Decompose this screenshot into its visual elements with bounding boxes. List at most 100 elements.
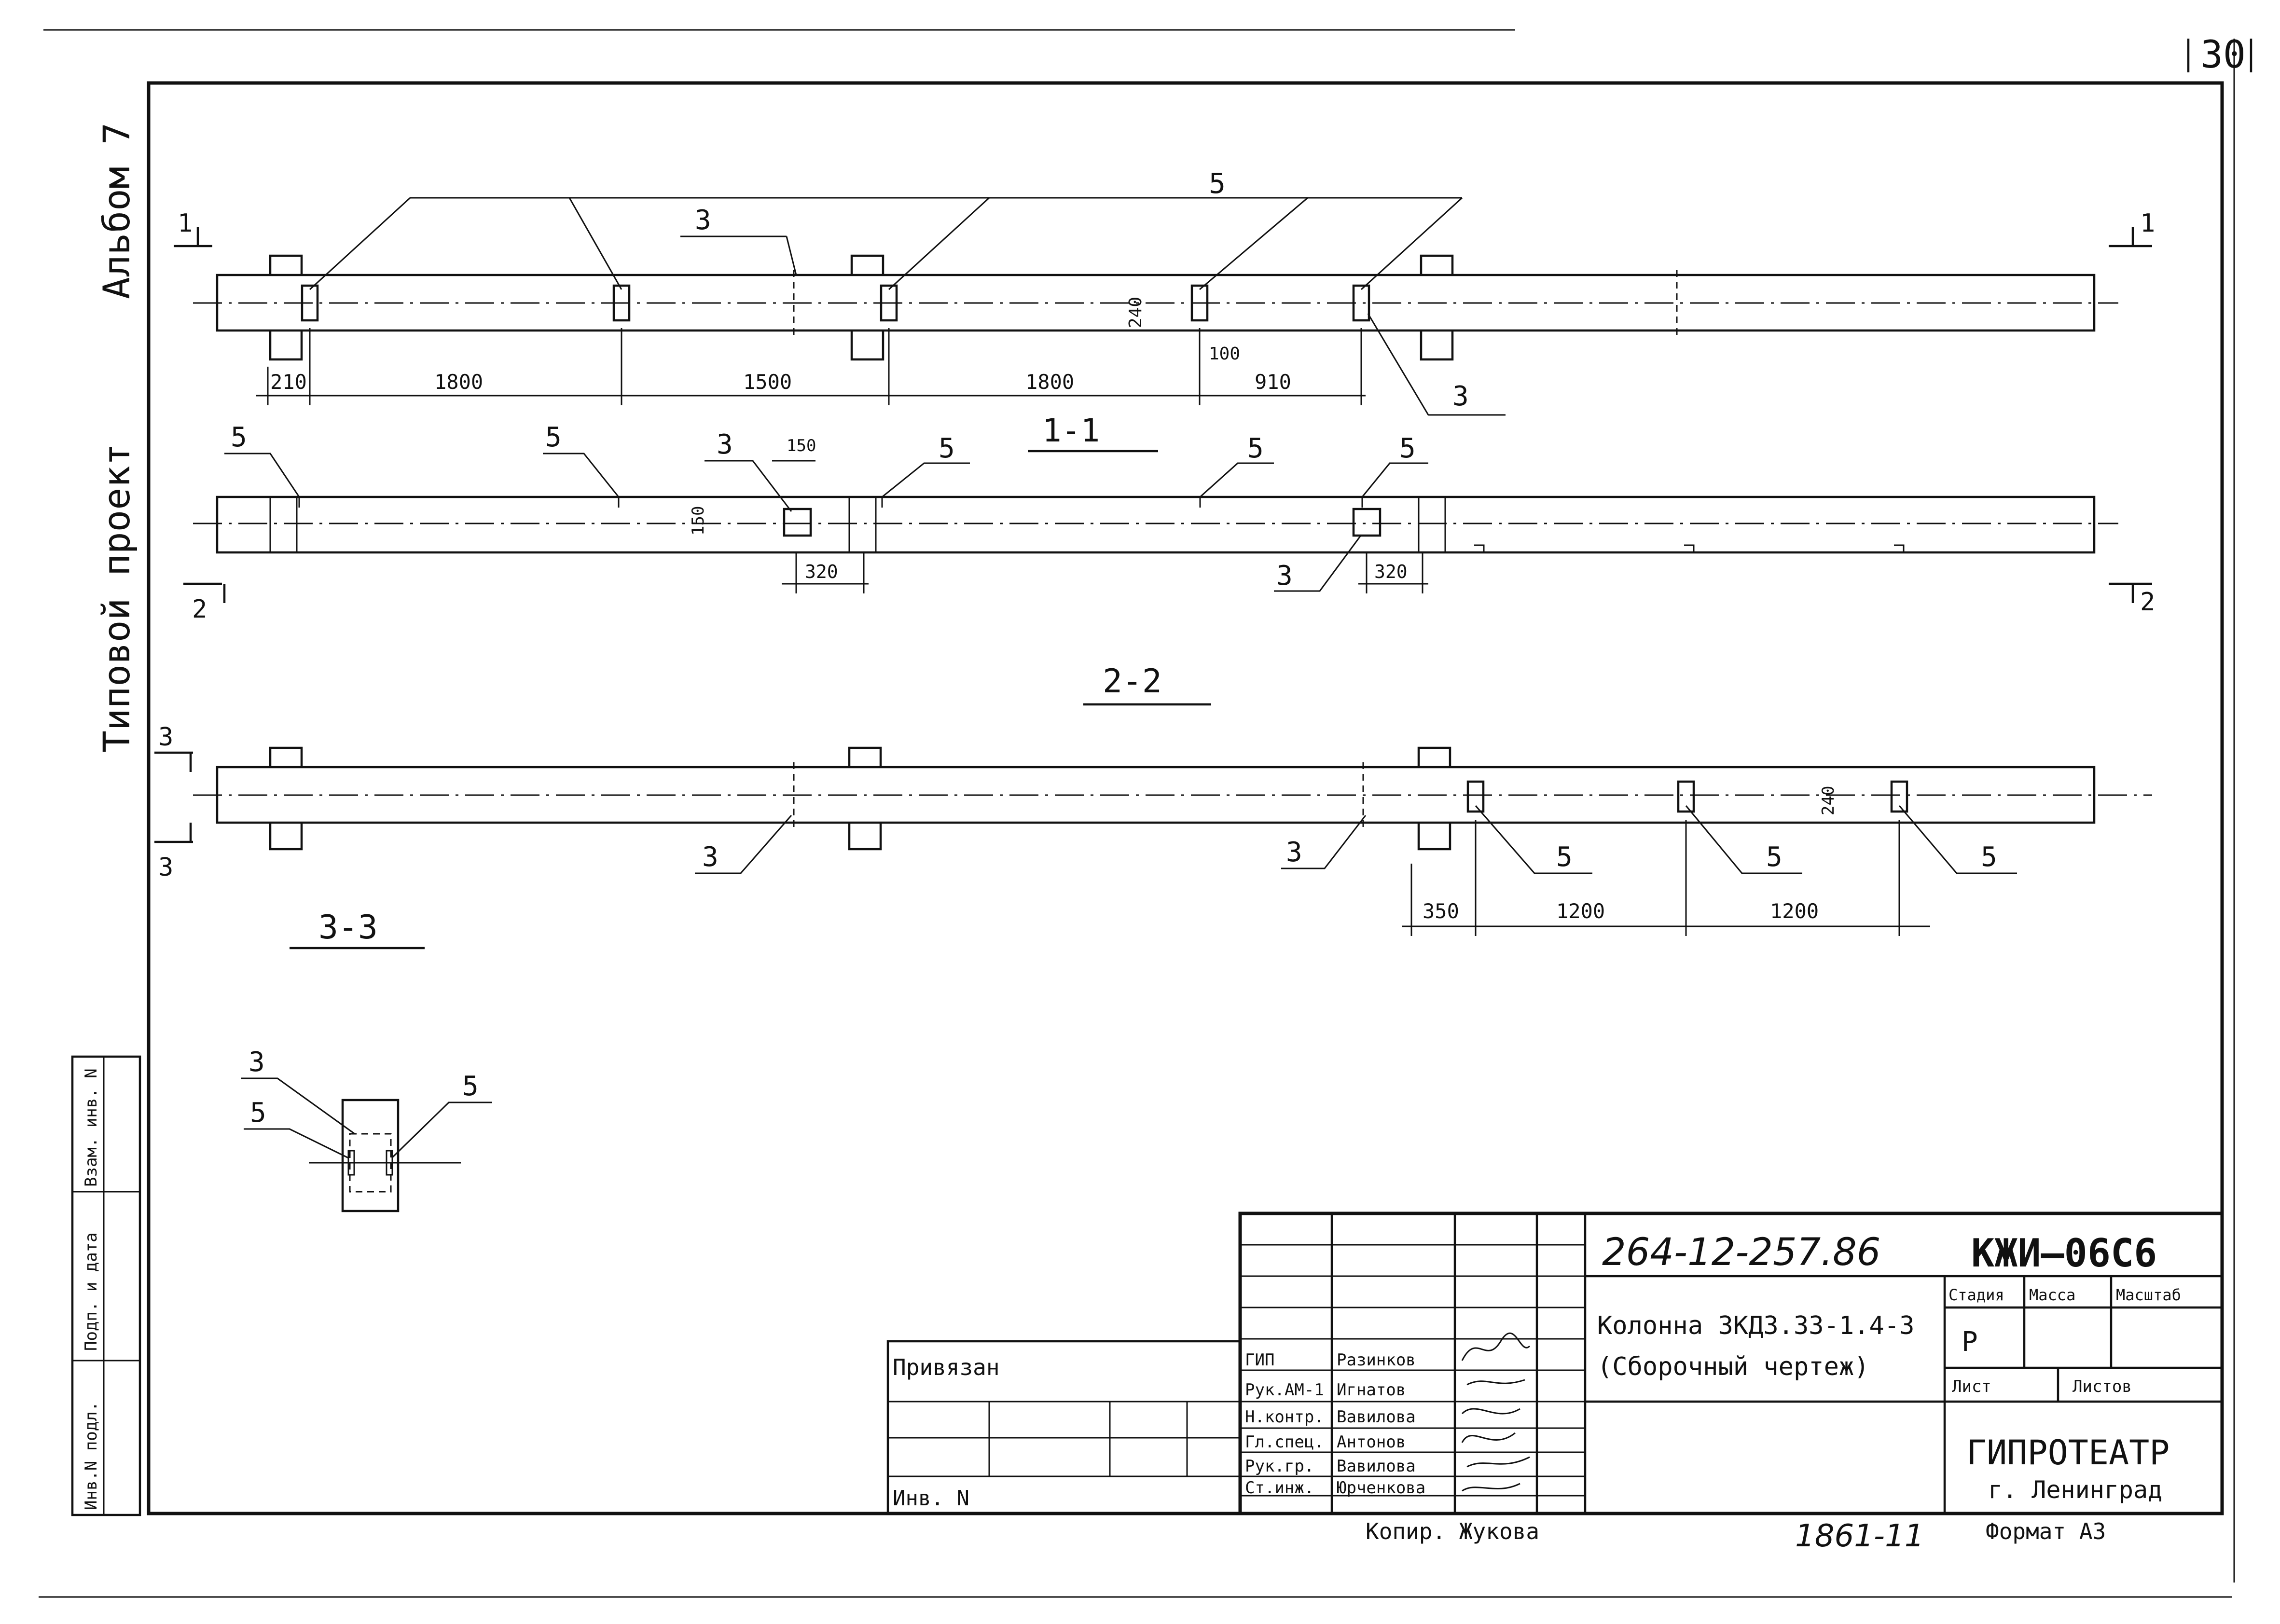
leader-line [244, 1128, 349, 1159]
embedded-plate [1190, 284, 1209, 322]
leader-line [1475, 805, 1592, 874]
title-block: Привязан Инв. N ГИП Рук.АМ-1 Н.контр. Гл… [886, 1211, 2224, 1515]
cut-mark [174, 227, 212, 248]
inv-label: Инв.N подл. [82, 1402, 101, 1510]
format: Формат А3 [1986, 1518, 2106, 1544]
header-sheet: Лист [1952, 1377, 1991, 1396]
dim-text: 1200 [1770, 899, 1819, 923]
bracket [269, 746, 303, 851]
leader-line [224, 453, 300, 497]
role: Ст.инж. [1245, 1478, 1314, 1498]
hidden-plate [349, 1133, 392, 1193]
embedded-plate [386, 1150, 393, 1176]
cut-mark [154, 823, 193, 843]
cut-label: 2 [192, 595, 207, 624]
cut-label: 3 [158, 723, 173, 752]
role: Рук.гр. [1245, 1457, 1314, 1476]
leader-line [543, 453, 620, 497]
name: Разинков [1337, 1350, 1416, 1370]
signatures [1461, 1332, 1531, 1492]
dim-text: 1500 [743, 370, 792, 394]
embedded-plate [880, 284, 898, 322]
leader-line [1685, 805, 1802, 874]
left-strip [71, 1055, 141, 1516]
leader-line [888, 197, 990, 290]
leader-line [1281, 815, 1367, 869]
dim-text: 350 [1423, 899, 1459, 923]
view-middle: 5 5 5 5 5 3 3 150 150 320 320 2 2 [183, 422, 2155, 624]
name: Антонов [1337, 1432, 1406, 1452]
name: Юрченкова [1337, 1478, 1425, 1498]
leader-line [309, 197, 411, 290]
bracket [848, 746, 882, 851]
embedded-plate [1352, 508, 1382, 537]
plate-ticks [1474, 544, 1905, 552]
bracket [269, 254, 303, 361]
cut-label: 2 [2140, 588, 2155, 617]
leader-line [695, 815, 792, 874]
embedded-plate [1466, 780, 1485, 813]
callout-5: 5 [231, 422, 247, 453]
header-sheets: Листов [2073, 1377, 2132, 1396]
role: Н.контр. [1245, 1407, 1324, 1427]
callout-5: 5 [1556, 841, 1573, 873]
embedded-plate [1677, 780, 1695, 813]
dim-text: 210 [270, 370, 307, 394]
callout-5: 5 [545, 422, 562, 453]
dim-text: 1200 [1556, 899, 1605, 923]
stage-value: Р [1962, 1326, 1978, 1358]
leader-line [241, 1077, 355, 1135]
dim-text: 150 [689, 506, 708, 536]
section-title: 1-1 [1042, 412, 1100, 449]
callout-3: 3 [702, 841, 719, 873]
cut-mark [183, 582, 226, 603]
callout-5: 5 [1209, 167, 1226, 200]
page-number: 30 [2200, 33, 2246, 77]
view-bottom: 3 3 5 5 5 350 1200 1200 240 3 3 [154, 723, 2152, 936]
callout-3: 3 [249, 1046, 265, 1078]
dim-text: 910 [1255, 370, 1291, 394]
dim-text: 320 [1374, 561, 1408, 582]
leader-line [1199, 462, 1274, 498]
callout-5: 5 [1981, 841, 1997, 873]
cut-mark [154, 751, 193, 772]
bound-label: Привязан [893, 1354, 1000, 1380]
embedded-plate [1890, 780, 1908, 813]
callout-5: 5 [1247, 433, 1264, 464]
column-body [216, 495, 2096, 554]
bracket [1420, 254, 1454, 361]
city: г. Ленинград [1988, 1476, 2162, 1504]
bracket [1417, 746, 1451, 851]
embedded-plate [783, 508, 812, 537]
order-number: 1861-11 [1795, 1518, 1924, 1554]
leader-line [786, 236, 797, 275]
cut-label: 1 [2140, 209, 2155, 238]
organization: ГИПРОТЕАТР [1966, 1433, 2169, 1473]
dim-text: 240 [1819, 786, 1838, 815]
leader-line [1199, 197, 1308, 290]
drawing-frame [147, 81, 2224, 1515]
callout-5: 5 [462, 1071, 479, 1102]
dim-text: 150 [787, 436, 816, 455]
dim-text: 100 [1209, 344, 1240, 364]
callout-3: 3 [695, 205, 711, 236]
bound-grid [888, 1401, 1240, 1477]
callout-5: 5 [1766, 841, 1783, 873]
stamp-columns [1330, 1213, 1587, 1514]
leader-line [391, 1101, 492, 1159]
copied-by: Копир. Жукова [1366, 1518, 1539, 1544]
cut-label: 1 [178, 209, 193, 238]
title-line-1: Колонна 3КД3.33-1.4-3 [1597, 1311, 1914, 1340]
plate-ticks [298, 497, 1363, 508]
leader-line [1898, 805, 2017, 874]
dim-text: 1800 [434, 370, 483, 394]
dim-text: 240 [1126, 297, 1146, 328]
leader-line [1360, 197, 1463, 290]
project-label: Типовой проект [95, 443, 138, 753]
bracket [850, 254, 884, 361]
stamp-rows [1240, 1244, 1585, 1497]
embedded-plate [301, 284, 319, 322]
dim-text: 1800 [1025, 370, 1074, 394]
cross-section-detail: 3 5 5 [241, 1046, 492, 1212]
